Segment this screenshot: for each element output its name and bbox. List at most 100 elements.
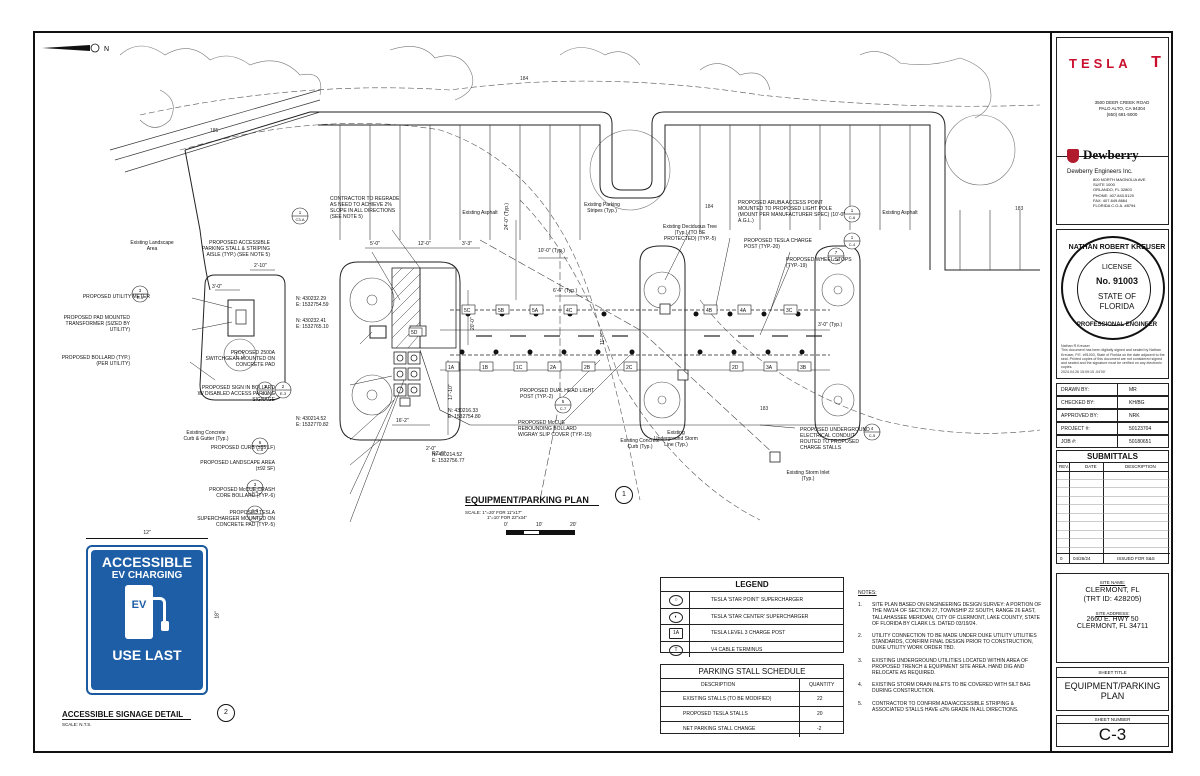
drawing-border [33,31,1173,753]
svg-text:C-7: C-7 [560,406,567,411]
detail-callout-bubble: 2E-3 [274,381,292,399]
svg-text:C3-A: C3-A [295,217,304,222]
legend-label: V4 CABLE TERMINUS [711,646,763,653]
seal-license: LICENSE [1102,264,1132,271]
site-address-label: SITE ADDRESS: [1095,611,1130,616]
plan-scale: SCALE: 1"=20' FOR 11"x17" [465,510,522,515]
dimension-label: 17'-10" [448,384,454,400]
notes-title: NOTES: [858,590,877,596]
parking-stripes [339,125,1021,270]
accessible-aisle-hatch [391,267,457,349]
legend-symbol-icon: 1A [669,628,683,639]
existing-feature-label: Existing Asphalt [882,210,918,216]
callout-note: PROPOSED 2500A SWITCHGEAR MOUNTED ON CON… [205,350,275,368]
legend-label: TESLA 'STAR POINT' SUPERCHARGER [711,597,804,603]
schedule-row: NET PARKING STALL CHANGE-2 [661,722,843,736]
submittal-date: 04/26/24 [1073,556,1091,561]
field-label: PROJECT #: [1061,426,1090,432]
detail-callout-bubble: 3E-3 [131,285,149,303]
stall-label-bottom: 2B [581,361,596,372]
legend-label: TESLA 'STAR CENTER' SUPERCHARGER [711,613,809,620]
detail-callout-bubble: 1-3C-5 [246,505,264,523]
stall-label-switchgear: 5D [408,327,423,337]
scale-label: 20' [570,522,577,528]
dimension-label: R2'-0" [432,451,446,457]
stall-label-bottom: 3B [797,361,812,372]
titleblock-field: DRAWN BY:MR [1056,383,1169,396]
field-value: 50180651 [1129,439,1152,445]
callout-note: PROPOSED ARUBA ACCESS POINT MOUNTED TO P… [738,200,846,224]
dimension-label: 2'-0" [426,446,436,452]
svg-text:C-6: C-6 [849,215,856,220]
detail-callout-bubble: 1C-6 [843,205,861,223]
schedule-title: PARKING STALL SCHEDULE [661,665,843,679]
svg-text:4A: 4A [740,308,747,314]
scale-bar: 0' 10' 20' [504,522,577,536]
scale-label: 0' [504,522,508,528]
existing-feature-label: Existing Storm Inlet (Typ.) [786,470,830,482]
dewberry-shield-icon [1067,149,1079,163]
site-address: 2660 E. HWY 50 [1086,616,1139,623]
existing-feature-label: Existing Concrete Curb (Typ.) [620,438,660,450]
stall-label-bottom: 2D [729,361,744,372]
note-item: 2.UTILITY CONNECTION TO BE MADE UNDER DU… [858,633,1037,652]
schedule-description: PROPOSED TESLA STALLS [683,711,748,717]
engineer-seal [1061,236,1165,340]
dimension-label: 20'-0" [470,317,476,330]
svg-text:2A: 2A [550,365,557,371]
utility-meter [235,309,247,325]
note-item: 5.CONTRACTOR TO CONFIRM ADA/ACCESSIBLE S… [858,700,1019,713]
svg-text:C-6: C-6 [252,489,259,494]
field-value: 50123704 [1129,426,1152,432]
field-value: NRK [1129,413,1140,419]
engineer-seal-block: NATHAN ROBERT KREUSER LICENSE No. 91003 … [1056,229,1169,379]
sheet-number: C-3 [1098,725,1127,744]
tesla-logo: TESLA [1069,56,1132,71]
north-symbol: N [104,46,109,53]
dimension-label: 16'-2" [396,418,409,424]
plan-number: 1 [615,486,633,504]
sheet-title-line2: PLAN [1100,691,1125,701]
svg-text:3C: 3C [786,308,793,314]
existing-feature-label: Existing Deciduous Tree (Typ.) (TO BE PR… [663,224,717,242]
titleblock-field: PROJECT #: 50123704 [1056,422,1169,435]
parking-stall-schedule: PARKING STALL SCHEDULE DESCRIPTION QUANT… [660,664,844,737]
schedule-quantity: 20 [817,711,823,717]
dimension-label: 24'-0" (Typ.) [504,203,510,230]
sign-width-dim: 12" [86,530,208,539]
svg-text:4B: 4B [706,308,713,314]
stall-label-bottom: 1A [445,361,460,372]
existing-road [109,89,321,173]
seal-state: FLORIDA [1099,302,1135,311]
svg-text:3: 3 [264,384,267,389]
field-label: JOB #: [1061,439,1077,445]
signage-title: ACCESSIBLE SIGNAGE DETAIL [62,710,192,720]
contour-label: 184 [520,76,529,82]
schedule-quantity: 22 [817,696,823,702]
ev-charger-icon: EV [117,585,177,643]
sign-height-dim: 18" [214,611,221,619]
sign-line-use-last: USE LAST [112,647,182,663]
svg-text:1: 1 [851,208,854,213]
existing-trees [223,271,855,419]
existing-feature-label: Existing Parking Stripes (Typ.) [584,202,620,214]
titleblock-field: CHECKED BY:KH/BG [1056,396,1169,409]
callout-note: PROPOSED ACCESSIBLE PARKING STALL & STRI… [202,240,270,258]
callout-note: PROPOSED UNDERGROUND ELECTRICAL CONDUIT … [800,427,870,451]
existing-feature-label: Existing Landscape Area [130,240,174,252]
dimension-label: 3'-0" (Typ.) [818,322,842,328]
svg-text:2C: 2C [626,365,633,371]
svg-text:C-5: C-5 [252,515,259,520]
callout-note: PROPOSED TESLA CHARGE POST (TYP.-20) [744,238,812,250]
light-pole-icon [659,303,689,381]
detail-callout-bubble: 3C-6 [246,479,264,497]
callout-note: PROPOSED McCUE REBOUNDING BOLLARD W/GRAY… [518,420,592,438]
